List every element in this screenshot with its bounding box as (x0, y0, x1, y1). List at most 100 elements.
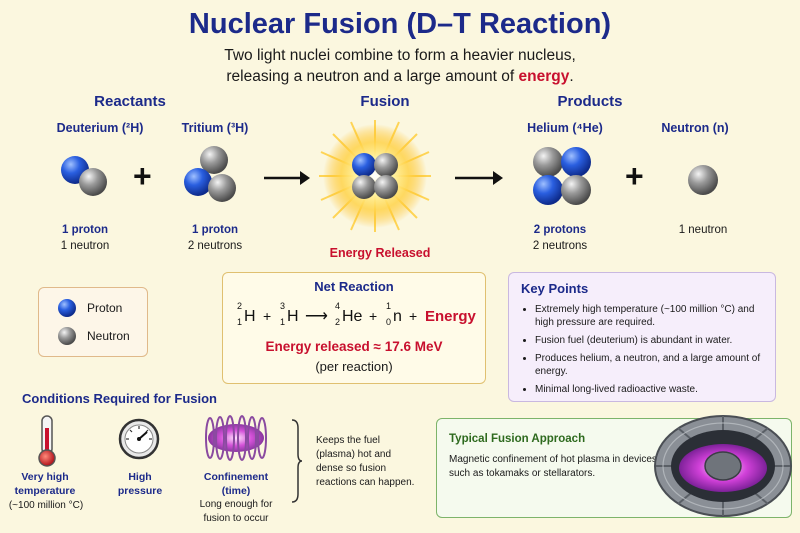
section-products: Products (557, 93, 623, 110)
neutron-counts: 1 neutron (648, 222, 758, 238)
fusion-burst-icon (319, 120, 431, 232)
tritium-label: Tritium (³H) (181, 121, 249, 135)
pressure-label-line-2: pressure (117, 485, 163, 497)
neutron-label: Neutron (n) (661, 121, 729, 135)
subtitle: Two light nuclei combine to form a heavi… (0, 45, 800, 87)
confinement-label: Confinement (time) (195, 470, 277, 498)
energy-value: Energy released ≈ 17.6 MeV (265, 339, 443, 354)
neutron-particle (200, 146, 228, 174)
helium-label: Helium (⁴He) (527, 121, 603, 135)
plus-op: + (409, 308, 417, 324)
helium-mass-number: 4 (335, 301, 340, 311)
pressure-label-line-1: High (128, 471, 152, 483)
tritium-mass-number: 3 (280, 301, 285, 311)
magnetic-coil-icon (205, 415, 267, 461)
helium-symbol: He (342, 308, 363, 325)
energy-released-label: Energy Released (329, 246, 431, 260)
legend-proton-label: Proton (87, 301, 123, 315)
proton-particle (561, 147, 591, 177)
subtitle-line-2: releasing a neutron and a large amount o… (0, 66, 800, 87)
neutron-particle (208, 174, 236, 202)
thermometer-icon (38, 415, 56, 467)
arrow-right-icon (455, 171, 503, 185)
tokamak-icon (654, 415, 792, 517)
proton-particle (533, 175, 563, 205)
pressure-gauge-icon (118, 418, 160, 460)
free-neutron (688, 165, 718, 195)
neutron-particle (352, 175, 376, 199)
conditions-note-line: reactions can happen. (316, 477, 415, 488)
proton-legend-icon (58, 299, 76, 317)
neutron-particle (374, 175, 398, 199)
section-reactants: Reactants (94, 93, 166, 110)
neutron-particle (374, 153, 398, 177)
key-point-item: Minimal long-lived radioactive waste. (535, 383, 765, 396)
helium-nucleus (533, 147, 591, 205)
confinement-note-line-2: fusion to occur (203, 513, 269, 524)
deuterium-label: Deuterium (²H) (56, 121, 144, 135)
arrow-right-icon (264, 171, 310, 185)
key-point-item: Extremely high temperature (~100 million… (535, 303, 765, 329)
subtitle-period: . (569, 68, 574, 85)
neutron-charge-number: 0 (386, 317, 391, 327)
tritium-nucleus (184, 146, 236, 202)
pressure-label: High pressure (100, 470, 180, 498)
key-points-list: Extremely high temperature (~100 million… (521, 303, 765, 396)
conditions-note-line: (plasma) hot and (316, 449, 392, 460)
deuterium-mass-number: 2 (237, 301, 242, 311)
legend-neutron-label: Neutron (87, 329, 130, 343)
helium-atomic-number: 2 (335, 317, 340, 327)
section-fusion: Fusion (360, 93, 410, 110)
confinement-label-line-1: Confinement (203, 471, 269, 483)
conditions-note: Keeps the fuel (plasma) hot and dense so… (316, 434, 414, 490)
confinement-note-line-1: Long enough for (199, 499, 273, 510)
neutron-particle (79, 168, 107, 196)
plus-op: + (263, 308, 271, 324)
proton-particle (184, 168, 212, 196)
helium-neutron-count: 2 neutrons (532, 240, 588, 252)
neutron-mass-number: 1 (386, 301, 391, 311)
deuterium-nucleus (61, 156, 107, 196)
temperature-label: Very high temperature (5, 470, 85, 498)
energy-term: Energy (425, 308, 477, 325)
helium-proton-count: 2 protons (533, 224, 587, 236)
brace-icon (291, 419, 303, 503)
page-title: Nuclear Fusion (D–T Reaction) (188, 8, 612, 40)
conditions-heading: Conditions Required for Fusion (22, 391, 217, 406)
deuterium-neutron-count: 1 neutron (60, 240, 110, 252)
net-reaction-heading: Net Reaction (314, 279, 394, 294)
neutron-particle (561, 175, 591, 205)
conditions-note-line: Keeps the fuel (316, 435, 380, 446)
reaction-arrow: ⟶ (305, 308, 328, 325)
tritium-symbol: H (287, 308, 299, 325)
deuterium-atomic-number: 1 (237, 317, 242, 327)
temperature-label-line-1: Very high (21, 471, 69, 483)
per-reaction-label: (per reaction) (315, 359, 393, 374)
neutron-count: 1 neutron (678, 224, 728, 236)
tritium-proton-count: 1 proton (192, 224, 238, 236)
helium-counts: 2 protons 2 neutrons (505, 222, 615, 254)
subtitle-line-2-text: releasing a neutron and a large amount o… (226, 68, 519, 85)
key-points-heading: Key Points (521, 281, 589, 296)
deuterium-symbol: H (244, 308, 256, 325)
neutron-legend-icon (58, 327, 76, 345)
confinement-note: Long enough for fusion to occur (190, 498, 282, 526)
approach-heading: Typical Fusion Approach (449, 433, 586, 445)
tritium-atomic-number: 1 (280, 317, 285, 327)
neutron-particle (688, 165, 718, 195)
conditions-note-line: dense so fusion (316, 463, 387, 474)
net-reaction-box: Net Reaction 2 1 H + 3 1 H ⟶ 4 2 He + 1 … (222, 272, 486, 384)
key-point-item: Fusion fuel (deuterium) is abundant in w… (535, 334, 765, 347)
neutron-particle (533, 147, 563, 177)
tritium-counts: 1 proton 2 neutrons (160, 222, 270, 254)
legend-box: Proton Neutron (38, 287, 148, 357)
proton-particle (352, 153, 376, 177)
temperature-label-line-2: temperature (14, 485, 76, 497)
key-point-item: Produces helium, a neutron, and a large … (535, 352, 765, 378)
subtitle-energy-word: energy (518, 68, 570, 85)
deuterium-counts: 1 proton 1 neutron (30, 222, 140, 254)
reaction-equation: 2 1 H + 3 1 H ⟶ 4 2 He + 1 0 n + Energy (237, 301, 477, 327)
tritium-neutron-count: 2 neutrons (187, 240, 243, 252)
neutron-symbol: n (393, 308, 402, 325)
temperature-value: (~100 million °C) (8, 500, 84, 511)
